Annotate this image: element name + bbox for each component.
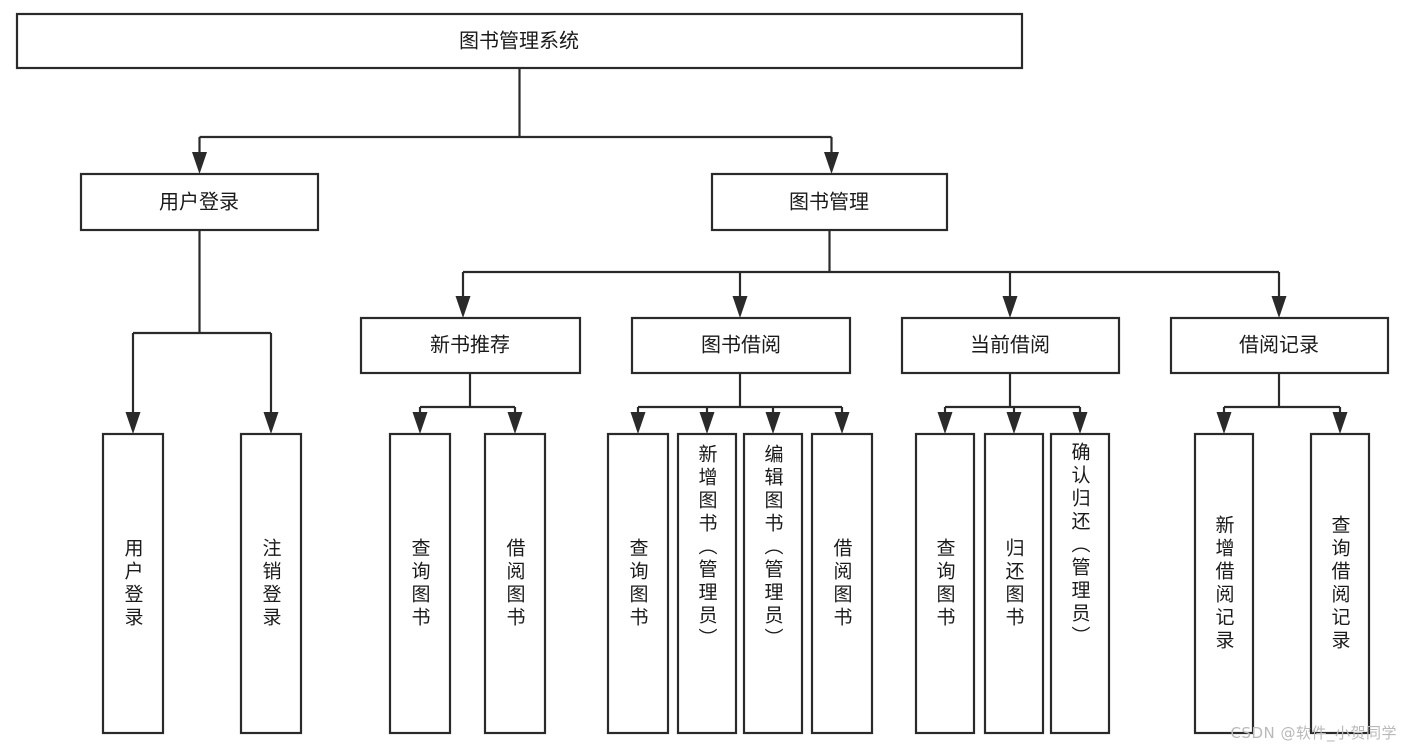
leaf-query-book-2-box[interactable] [606,432,670,735]
edge-group [125,68,1348,434]
leaf-add-record-label: 新增借阅记录 [1212,514,1235,653]
arrow-head-icon [937,412,953,434]
node-book-management-box[interactable] [710,172,949,232]
leaf-edit-book-box[interactable] [742,432,804,735]
node-user-login-box[interactable] [79,172,320,232]
arrow-head-icon [1271,296,1287,318]
leaf-add-book-label: 新增图书（管理员） [695,444,718,651]
arrow-head-icon [1332,412,1348,434]
arrow-head-icon [824,152,839,174]
node-user-login-label: 用户登录 [159,190,239,214]
leaf-query-book-1-label: 查询图书 [408,537,431,630]
node-book-borrow[interactable]: 图书借阅 [630,316,852,375]
arrow-head-icon [1072,412,1088,434]
arrow-head-icon [1006,412,1022,434]
arrow-head-icon [455,296,471,318]
leaf-add-record-box[interactable] [1193,432,1255,735]
leaf-add-record-label-wrap: 新增借阅记录 [1195,434,1253,733]
arrow-head-icon [507,412,523,434]
node-borrow-record-box[interactable] [1169,316,1390,375]
leaf-query-book-1-box[interactable] [388,432,452,735]
node-borrow-record-label: 借阅记录 [1239,333,1319,357]
arrow-head-icon [263,412,279,434]
node-book-borrow-box[interactable] [630,316,852,375]
leaf-borrow-book-1-box[interactable] [483,432,547,735]
node-user-login[interactable]: 用户登录 [79,172,320,232]
leaf-user-login-label-wrap: 用户登录 [103,434,163,733]
leaf-user-login-label: 用户登录 [121,537,144,630]
node-new-book-recommend[interactable]: 新书推荐 [359,316,582,375]
leaf-return-book-box[interactable] [983,432,1045,735]
leaf-edit-book-label: 编辑图书（管理员） [761,444,784,651]
arrow-head-icon [834,412,850,434]
arrow-head-icon [765,412,781,434]
arrow-head-icon [412,412,428,434]
leaf-query-book-3-label: 查询图书 [933,537,956,630]
arrow-head-icon [732,296,748,318]
leaf-confirm-return-label: 确认归还（管理员） [1068,442,1091,649]
leaf-logout-label: 注销登录 [259,537,282,630]
leaf-query-book-2-label-wrap: 查询图书 [608,434,668,733]
leaf-edit-book-label-wrap: 编辑图书（管理员） [744,434,802,733]
leaf-query-book-1-label-wrap: 查询图书 [390,434,450,733]
node-borrow-record[interactable]: 借阅记录 [1169,316,1390,375]
leaf-return-book-label: 归还图书 [1002,537,1025,630]
arrow-head-icon [1002,296,1018,318]
node-book-borrow-label: 图书借阅 [701,333,781,357]
leaf-query-book-3-box[interactable] [914,432,976,735]
leaf-return-book-label-wrap: 归还图书 [985,434,1043,733]
node-current-borrow-box[interactable] [900,316,1121,375]
leaf-query-record-label-wrap: 查询借阅记录 [1311,434,1369,733]
node-current-borrow[interactable]: 当前借阅 [900,316,1121,375]
leaf-query-record-box[interactable] [1309,432,1371,735]
leaf-confirm-return-box[interactable] [1049,432,1111,735]
node-root-label: 图书管理系统 [459,29,579,53]
leaf-add-book-label-wrap: 新增图书（管理员） [678,434,736,733]
arrow-head-icon [1216,412,1232,434]
node-root[interactable]: 图书管理系统 [15,12,1024,70]
leaf-borrow-book-1-label: 借阅图书 [503,537,526,630]
node-current-borrow-label: 当前借阅 [970,333,1050,357]
node-book-management-label: 图书管理 [789,190,869,214]
leaf-user-login-box[interactable] [101,432,165,735]
leaf-query-book-3-label-wrap: 查询图书 [916,434,974,733]
node-new-book-recommend-label: 新书推荐 [430,333,510,357]
arrow-head-icon [630,412,646,434]
node-new-book-recommend-box[interactable] [359,316,582,375]
leaf-logout-label-wrap: 注销登录 [241,434,301,733]
leaf-confirm-return-label-wrap: 确认归还（管理员） [1051,434,1109,733]
leaf-logout-box[interactable] [239,432,303,735]
leaf-borrow-book-2-box[interactable] [810,432,874,735]
leaf-borrow-book-2-label: 借阅图书 [830,537,853,630]
leaf-query-book-2-label: 查询图书 [626,537,649,630]
leaf-borrow-book-2-label-wrap: 借阅图书 [812,434,872,733]
node-root-box[interactable] [15,12,1024,70]
arrow-head-icon [699,412,715,434]
arrow-head-icon [125,412,141,434]
arrow-head-icon [192,152,207,174]
node-book-management[interactable]: 图书管理 [710,172,949,232]
leaf-add-book-box[interactable] [676,432,738,735]
leaf-borrow-book-1-label-wrap: 借阅图书 [485,434,545,733]
leaf-query-record-label: 查询借阅记录 [1328,514,1351,653]
leaf-box-group [101,432,1371,735]
